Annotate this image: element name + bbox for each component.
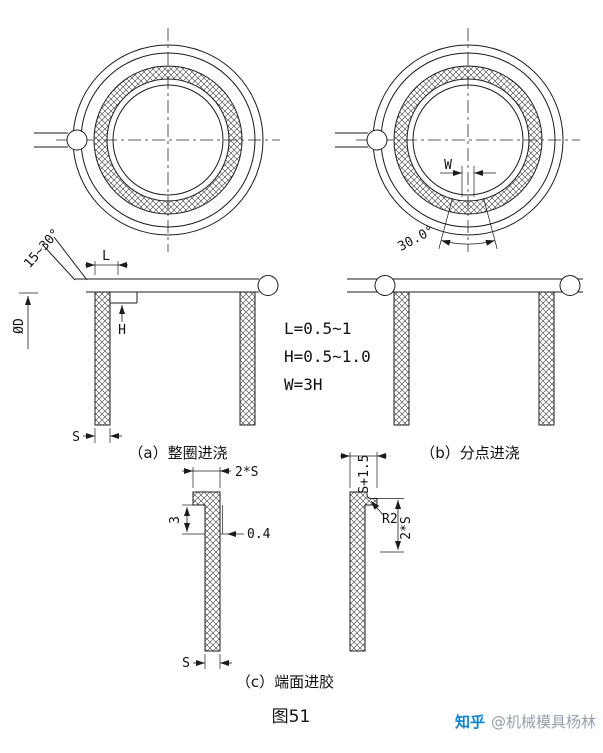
runner-circle (559, 275, 581, 296)
dim-sprue-diameter: ØD (12, 318, 27, 334)
watermark-brand: 知乎 (455, 713, 485, 731)
dim-gate-thickness: 0.4 (247, 527, 271, 542)
angle-leg (438, 197, 453, 250)
view-b-section: （b）分点进浇 (347, 275, 583, 462)
sprue-circle (366, 129, 388, 151)
runner-circle (374, 275, 396, 296)
left-wall-section (192, 491, 221, 652)
view-c-section: 2*S S+1.5 R2 2*S 0.4 3 S （c）端面进胶 (168, 452, 414, 691)
notes-block: L=0.5~1 H=0.5~1.0 W=3H (284, 319, 371, 394)
right-wall-section (239, 291, 256, 426)
note-H: H=0.5~1.0 (284, 347, 371, 366)
inner-circle (112, 84, 224, 196)
view-c-label: （c）端面进胶 (236, 673, 334, 691)
left-wall-section (94, 291, 111, 426)
angle-leg (483, 197, 498, 250)
dim-gate-land: L (102, 249, 110, 264)
sprue-taper-line (53, 236, 88, 281)
dim-wall-thickness: S (182, 656, 190, 671)
watermark: 知乎 @机械模具杨林 (455, 713, 596, 731)
dim-flange-right: 2*S (399, 516, 414, 539)
dim-wall-thickness: S (72, 430, 80, 445)
view-a-label: （a）整圈进浇 (128, 444, 227, 462)
dim-gate-width: W (444, 158, 452, 173)
sprue-taper-line (41, 243, 76, 281)
dim-gate-depth: H (118, 323, 126, 338)
inner-circle (412, 84, 524, 196)
view-a-top-circular (34, 28, 280, 252)
watermark-handle: @机械模具杨林 (491, 713, 596, 731)
right-wall-section (538, 291, 555, 426)
dim-gate-land: 3 (168, 516, 183, 524)
dim-angle: 30.0° (396, 223, 438, 255)
dim-flange-side: S+1.5 (357, 454, 372, 493)
view-b-top-circular: W 30.0° (335, 28, 580, 255)
ring-outer-edge (393, 65, 543, 215)
ring-outer-edge (93, 65, 243, 215)
note-W: W=3H (284, 375, 323, 394)
sprue-circle (66, 129, 88, 151)
view-a-section: 15~30° ØD L H S （a）整圈进浇 (12, 226, 279, 462)
right-wall-section (349, 491, 378, 652)
left-wall-section (393, 291, 410, 426)
figure-caption: 图51 (272, 707, 311, 727)
view-b-label: （b）分点进浇 (420, 444, 520, 462)
dim-taper-angle: 15~30° (21, 226, 63, 271)
dim-radius: R2 (382, 512, 398, 527)
leader-line (370, 500, 385, 517)
runner-circle (257, 275, 279, 296)
ring-inner-edge (406, 78, 530, 202)
ring-inner-edge (106, 78, 230, 202)
angle-arc (440, 239, 496, 246)
dim-flange-width: 2*S (235, 465, 258, 480)
note-L: L=0.5~1 (284, 319, 351, 338)
